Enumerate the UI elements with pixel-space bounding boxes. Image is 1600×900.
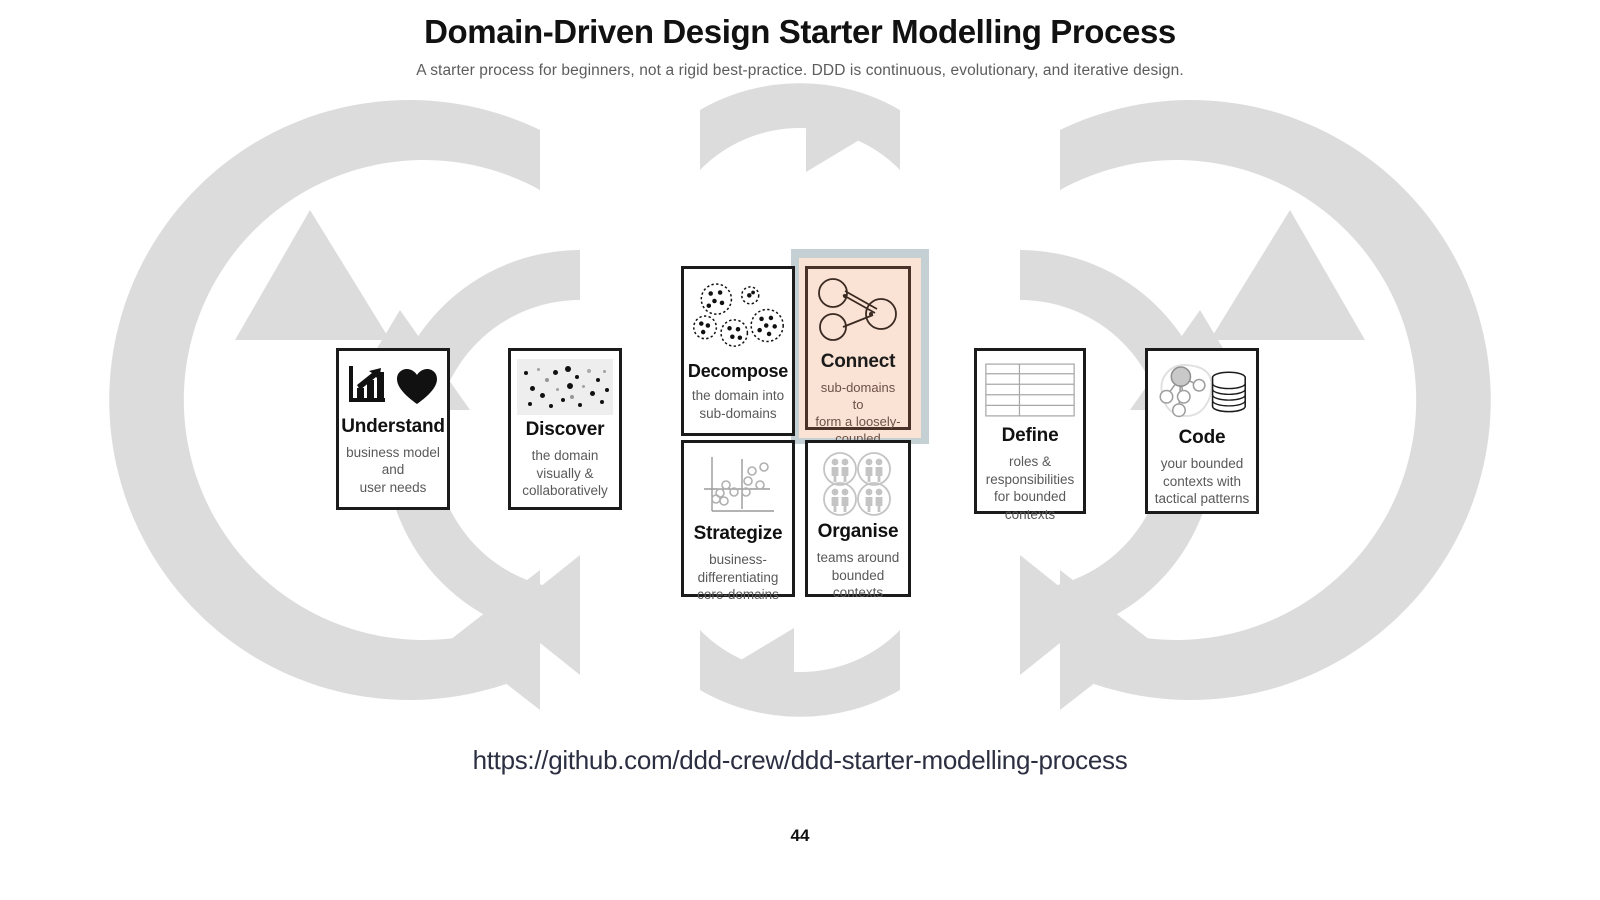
- organise-icon-area: [814, 451, 902, 517]
- strategize-icon-area: [690, 451, 786, 519]
- connect-icon-area: [814, 277, 902, 347]
- card-description: roles & responsibilities for bounded con…: [985, 453, 1075, 523]
- scattered-dots-icon: [517, 359, 613, 415]
- step-card-code[interactable]: Code your bounded contexts with tactical…: [1145, 348, 1259, 514]
- card-title: Code: [1178, 427, 1226, 448]
- connected-nodes-icon: [818, 278, 897, 341]
- card-description: business model and user needs: [346, 444, 440, 496]
- card-description: your bounded contexts with tactical patt…: [1154, 455, 1250, 507]
- discover-icon-area: [517, 359, 613, 415]
- define-icon-area: [983, 359, 1077, 421]
- step-card-understand[interactable]: Understand business model and user needs: [336, 348, 450, 510]
- card-description: business- differentiating core-domains: [697, 551, 779, 603]
- page-title: Domain-Driven Design Starter Modelling P…: [424, 13, 1176, 50]
- step-card-strategize[interactable]: Strategize business- differentiating cor…: [681, 440, 795, 602]
- step-card-discover[interactable]: Discover the domain visually & collabora…: [508, 348, 622, 510]
- card-description: teams around bounded contexts: [816, 549, 900, 601]
- card-title: Discover: [525, 419, 605, 440]
- step-card-connect[interactable]: Connect sub-domains to form a loosely- c…: [805, 266, 911, 463]
- card-title: Understand: [341, 415, 445, 437]
- table-grid-icon: [985, 363, 1075, 417]
- card-title: Connect: [820, 351, 896, 372]
- step-card-define[interactable]: Define roles & responsibilities for boun…: [974, 348, 1086, 522]
- decompose-icon-area: [690, 277, 786, 357]
- node-graph-and-database-icon: [1159, 364, 1246, 418]
- step-card-decompose[interactable]: Decompose the domain into sub-domains: [681, 266, 795, 436]
- slide-header: Domain-Driven Design Starter Modelling P…: [0, 13, 1600, 80]
- team-circles-icon: [823, 452, 891, 516]
- code-icon-area: [1154, 359, 1250, 423]
- page-subtitle: A starter process for beginners, not a r…: [416, 62, 1184, 80]
- dot-clusters-icon: [693, 283, 784, 347]
- quadrant-scatter-icon: [704, 457, 774, 512]
- card-title: Organise: [817, 521, 899, 542]
- card-description: the domain into sub-domains: [691, 388, 785, 422]
- card-title: Decompose: [687, 360, 789, 381]
- bar-chart-and-heart-icon: [349, 366, 437, 405]
- step-card-organise[interactable]: Organise teams around bounded contexts: [805, 440, 911, 600]
- understand-icon-area: [345, 359, 441, 412]
- page-number: 44: [790, 826, 810, 845]
- card-description: the domain visually & collaboratively: [522, 447, 608, 499]
- source-url-link[interactable]: https://github.com/ddd-crew/ddd-starter-…: [472, 745, 1128, 775]
- card-title: Define: [1001, 425, 1059, 446]
- card-title: Strategize: [693, 523, 783, 544]
